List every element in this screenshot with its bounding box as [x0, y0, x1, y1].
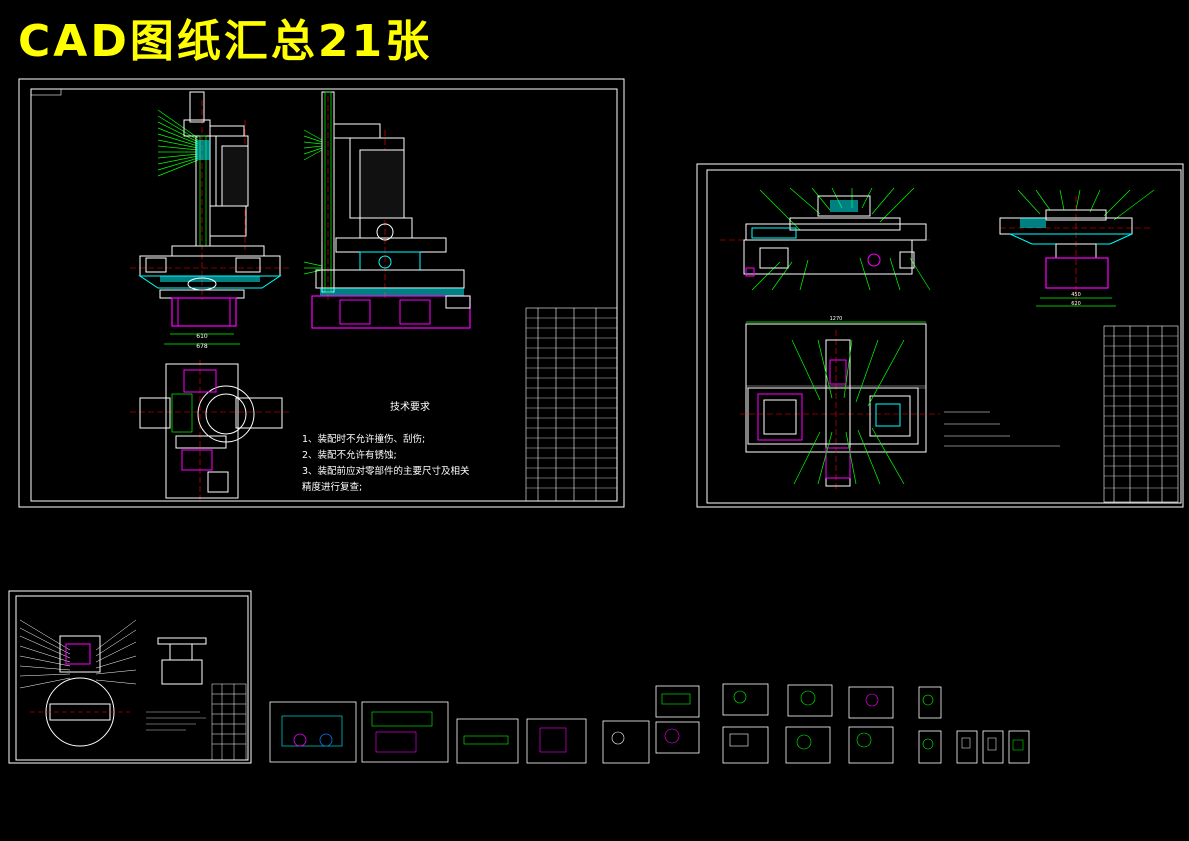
page-title: CAD图纸汇总21张: [18, 16, 433, 67]
thumbnail-part-drawings: [269, 683, 1030, 764]
parts-list-table: [525, 307, 618, 502]
part-drawing-thumb[interactable]: [526, 718, 587, 764]
plan-view: [130, 360, 290, 500]
drawing-sheet-3[interactable]: [8, 590, 252, 764]
part-drawing-thumb[interactable]: [722, 726, 769, 764]
note-3: 3、装配前应对零部件的主要尺寸及相关: [302, 465, 470, 477]
dim-450: 450: [1071, 292, 1081, 298]
part-drawing-thumb[interactable]: [787, 684, 833, 717]
note-2: 2、装配不允许有锈蚀;: [302, 449, 397, 461]
front-view: 610 678: [130, 91, 290, 350]
part-drawing-thumb[interactable]: [785, 726, 831, 764]
note-4: 精度进行复查;: [302, 481, 362, 493]
part-drawing-thumb[interactable]: [361, 701, 449, 763]
dim-1270: 1270: [830, 316, 843, 322]
part-drawing-thumb[interactable]: [269, 701, 357, 763]
drawing-sheet-1[interactable]: 610 678: [18, 78, 625, 508]
part-drawing-thumb[interactable]: [655, 721, 700, 754]
part-drawing-thumb[interactable]: [982, 730, 1004, 764]
dim-width-inner: 610: [196, 333, 208, 340]
part-drawing-thumb[interactable]: [918, 730, 942, 764]
part-drawing-thumb[interactable]: [956, 730, 978, 764]
part-drawing-thumb[interactable]: [722, 683, 769, 716]
part-drawing-thumb[interactable]: [456, 718, 519, 764]
front-elevation: [720, 187, 931, 291]
dim-width-outer: 678: [196, 343, 208, 350]
drawing-sheet-2[interactable]: 450 620 1270: [696, 163, 1184, 508]
tech-heading: 技术要求: [390, 400, 430, 413]
side-elevation: 450 620: [999, 189, 1155, 307]
plan-view-2: 1270: [740, 316, 1060, 490]
part-drawing-thumb[interactable]: [918, 686, 942, 719]
part-drawing-thumb[interactable]: [602, 720, 650, 764]
part-drawing-thumb[interactable]: [848, 726, 894, 764]
side-view: [303, 91, 471, 329]
dim-620: 620: [1071, 301, 1081, 307]
note-1: 1、装配时不允许撞伤、刮伤;: [302, 433, 425, 445]
tech-requirements: 技术要求 1、装配时不允许撞伤、刮伤; 2、装配不允许有锈蚀; 3、装配前应对零…: [302, 400, 470, 493]
parts-list-table-2: [1103, 325, 1179, 503]
part-drawing-thumb[interactable]: [848, 686, 894, 719]
part-drawing-thumb[interactable]: [655, 685, 700, 718]
part-drawing-thumb[interactable]: [1008, 730, 1030, 764]
